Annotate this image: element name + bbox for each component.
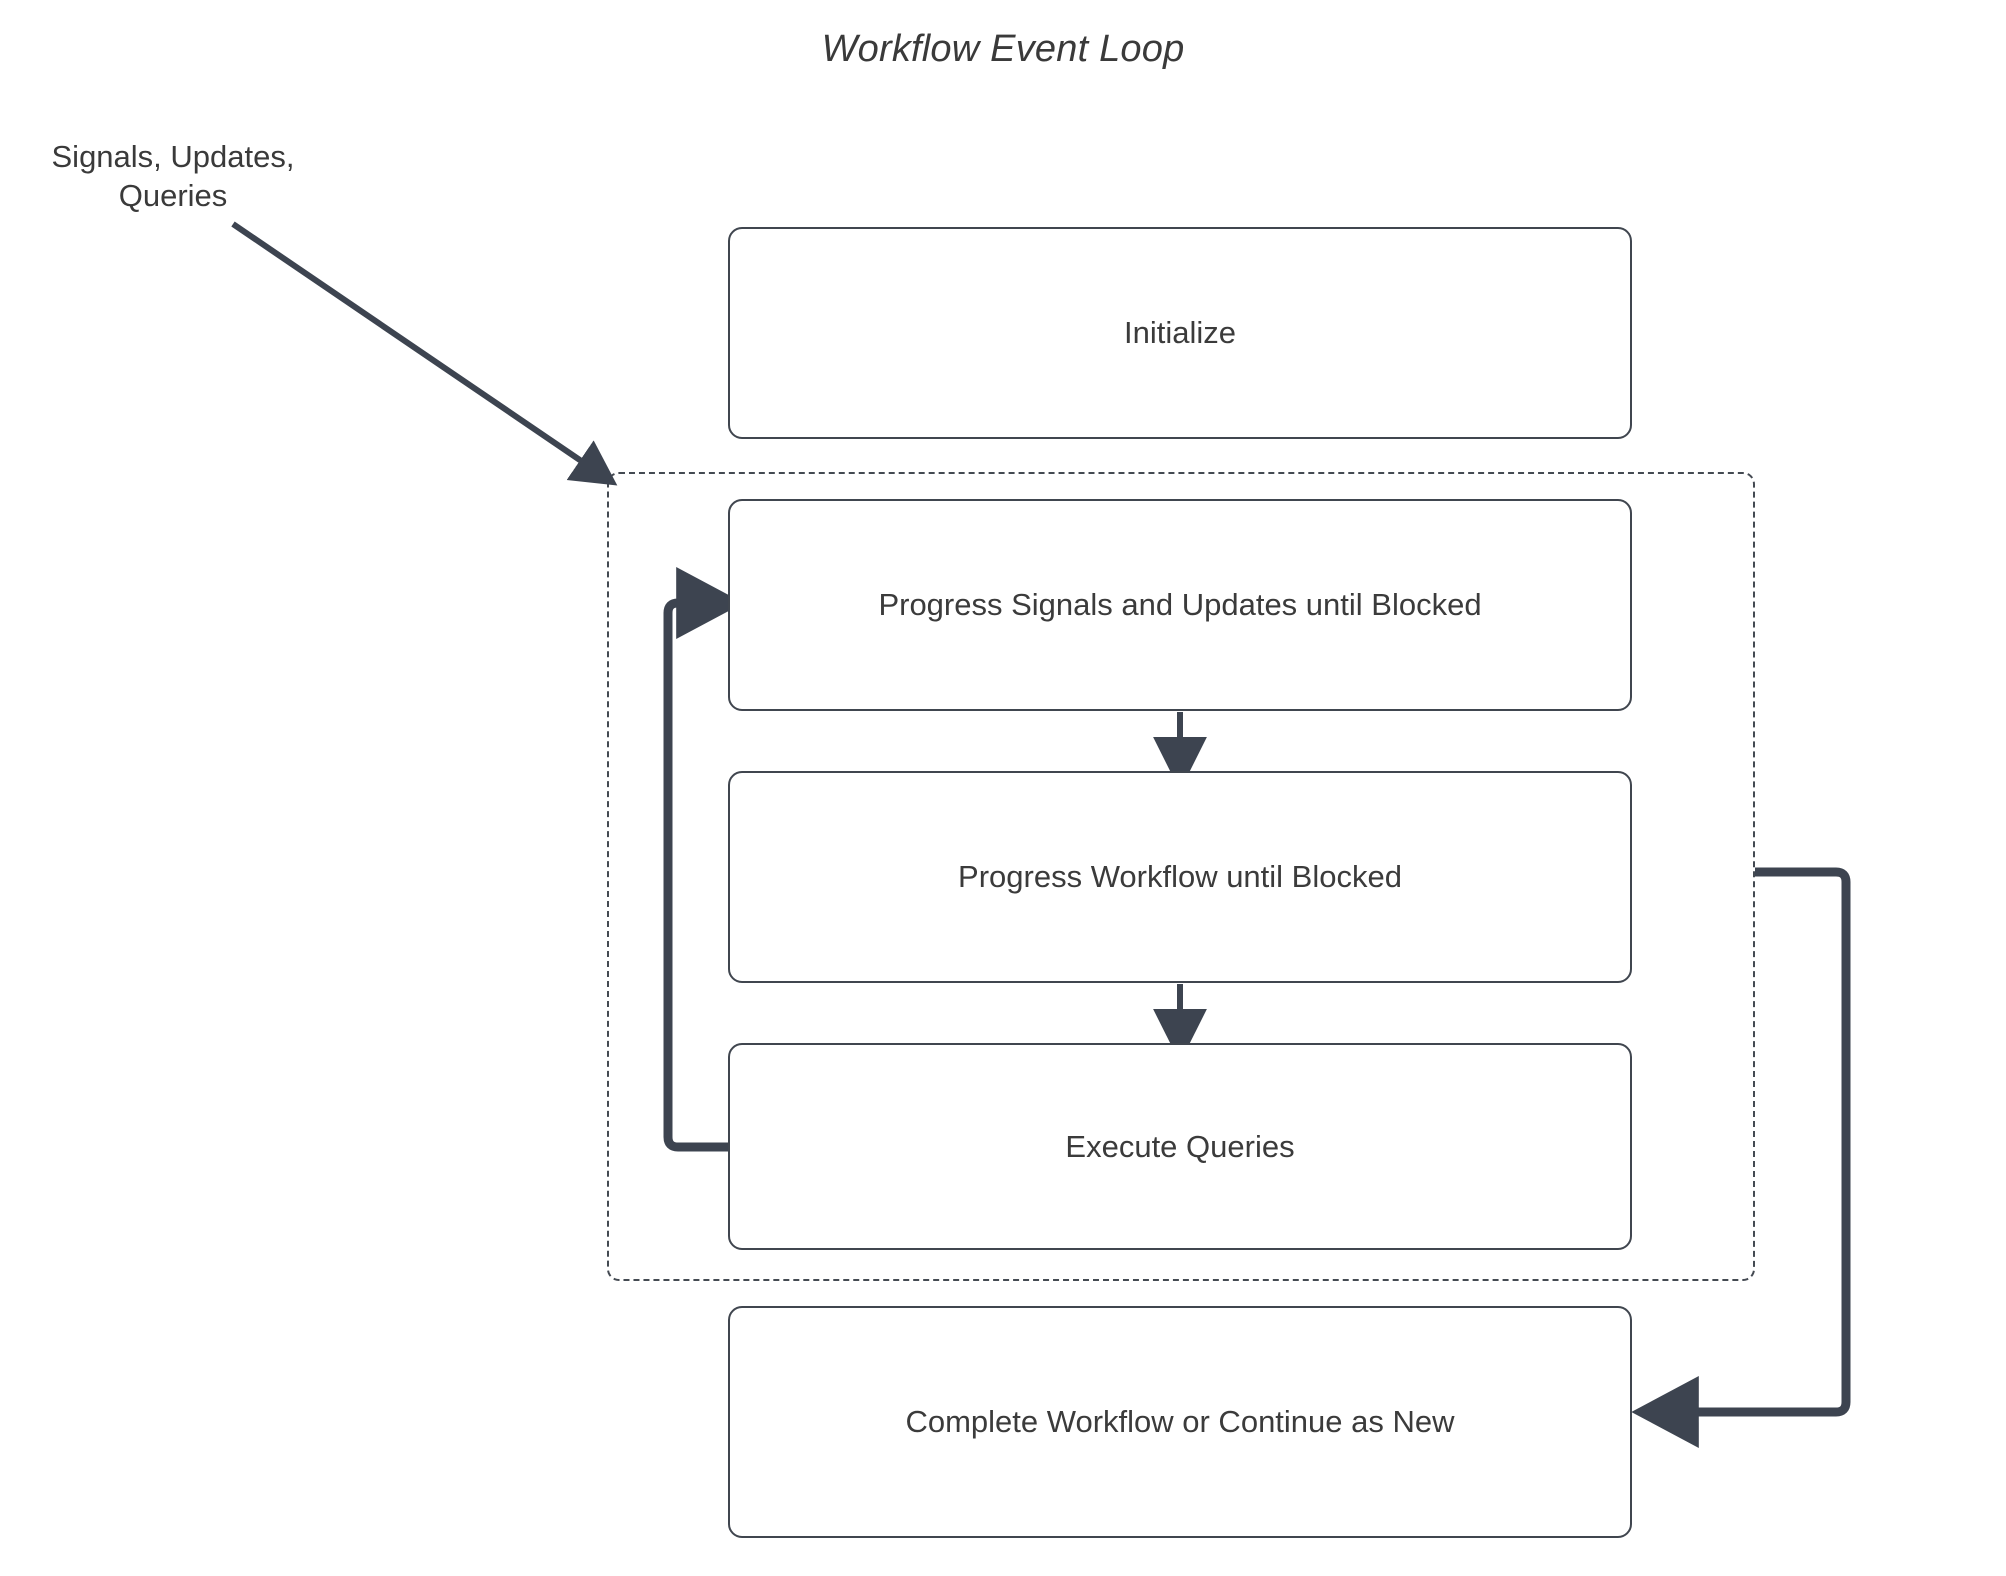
node-progress-signals-label: Progress Signals and Updates until Block… [878, 587, 1482, 622]
node-progress-workflow-label: Progress Workflow until Blocked [958, 859, 1402, 894]
node-progress-signals-and-updates[interactable]: Progress Signals and Updates until Block… [728, 499, 1632, 711]
node-execute-queries-label: Execute Queries [1065, 1128, 1295, 1164]
external-input-label-line2: Queries [118, 177, 228, 213]
edge-external-input [231, 221, 618, 486]
external-input-label: Signals, Updates, Queries [28, 138, 318, 216]
node-progress-workflow[interactable]: Progress Workflow until Blocked [728, 771, 1632, 983]
node-initialize[interactable]: Initialize [728, 227, 1632, 439]
node-complete-workflow-label: Complete Workflow or Continue as New [905, 1404, 1455, 1439]
node-execute-queries[interactable]: Execute Queries [728, 1043, 1632, 1250]
external-input-label-line1: Signals, Updates, [51, 139, 295, 174]
node-complete-workflow[interactable]: Complete Workflow or Continue as New [728, 1306, 1632, 1538]
page-title: Workflow Event Loop [821, 28, 1185, 70]
node-initialize-label: Initialize [1124, 315, 1236, 350]
